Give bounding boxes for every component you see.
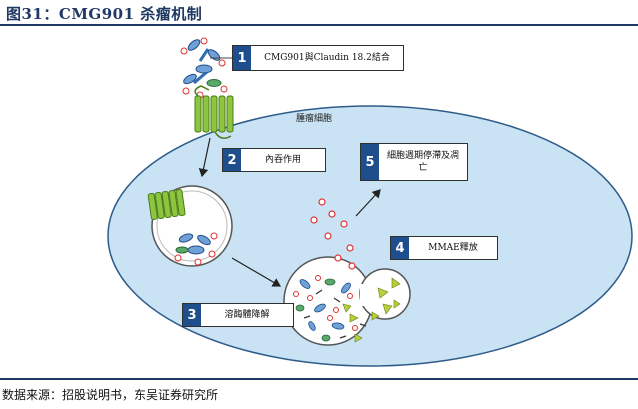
internalized-antibody xyxy=(174,232,218,266)
figure-title: 图31：CMG901 杀瘤机制 xyxy=(6,5,203,23)
mechanism-diagram xyxy=(107,37,633,367)
step-4-text: MMAE釋放 xyxy=(428,243,478,253)
step-2-text: 內吞作用 xyxy=(264,155,301,165)
step-1-number: 1 xyxy=(233,46,251,70)
lysosome xyxy=(283,256,411,346)
step-1-text: CMG901與Claudin 18.2結合 xyxy=(264,53,390,63)
step-5-box: 5 細胞週期停滯及凋亡 xyxy=(360,143,468,181)
step-3-box: 3 溶酶體降解 xyxy=(182,303,294,327)
step-3-number: 3 xyxy=(183,304,201,326)
released-mmae xyxy=(310,198,356,270)
top-divider xyxy=(0,24,638,26)
step-2-number: 2 xyxy=(223,149,241,171)
tumor-cell-label: 腫瘤細胞 xyxy=(296,114,333,124)
antibody-top xyxy=(180,37,228,99)
step-5-text: 細胞週期停滯及凋亡 xyxy=(386,151,459,173)
internalized-receptor xyxy=(147,189,186,220)
step-5-number: 5 xyxy=(361,144,379,180)
step-4-box: 4 MMAE釋放 xyxy=(390,236,498,260)
step-3-text: 溶酶體降解 xyxy=(224,310,270,320)
claudin-receptor xyxy=(194,85,234,139)
step-1-box: 1 CMG901與Claudin 18.2結合 xyxy=(232,45,404,71)
bottom-divider xyxy=(0,378,638,380)
step-2-box: 2 內吞作用 xyxy=(222,148,326,172)
data-source: 数据来源：招股说明书，东吴证券研究所 xyxy=(2,388,219,402)
step-4-number: 4 xyxy=(391,237,409,259)
